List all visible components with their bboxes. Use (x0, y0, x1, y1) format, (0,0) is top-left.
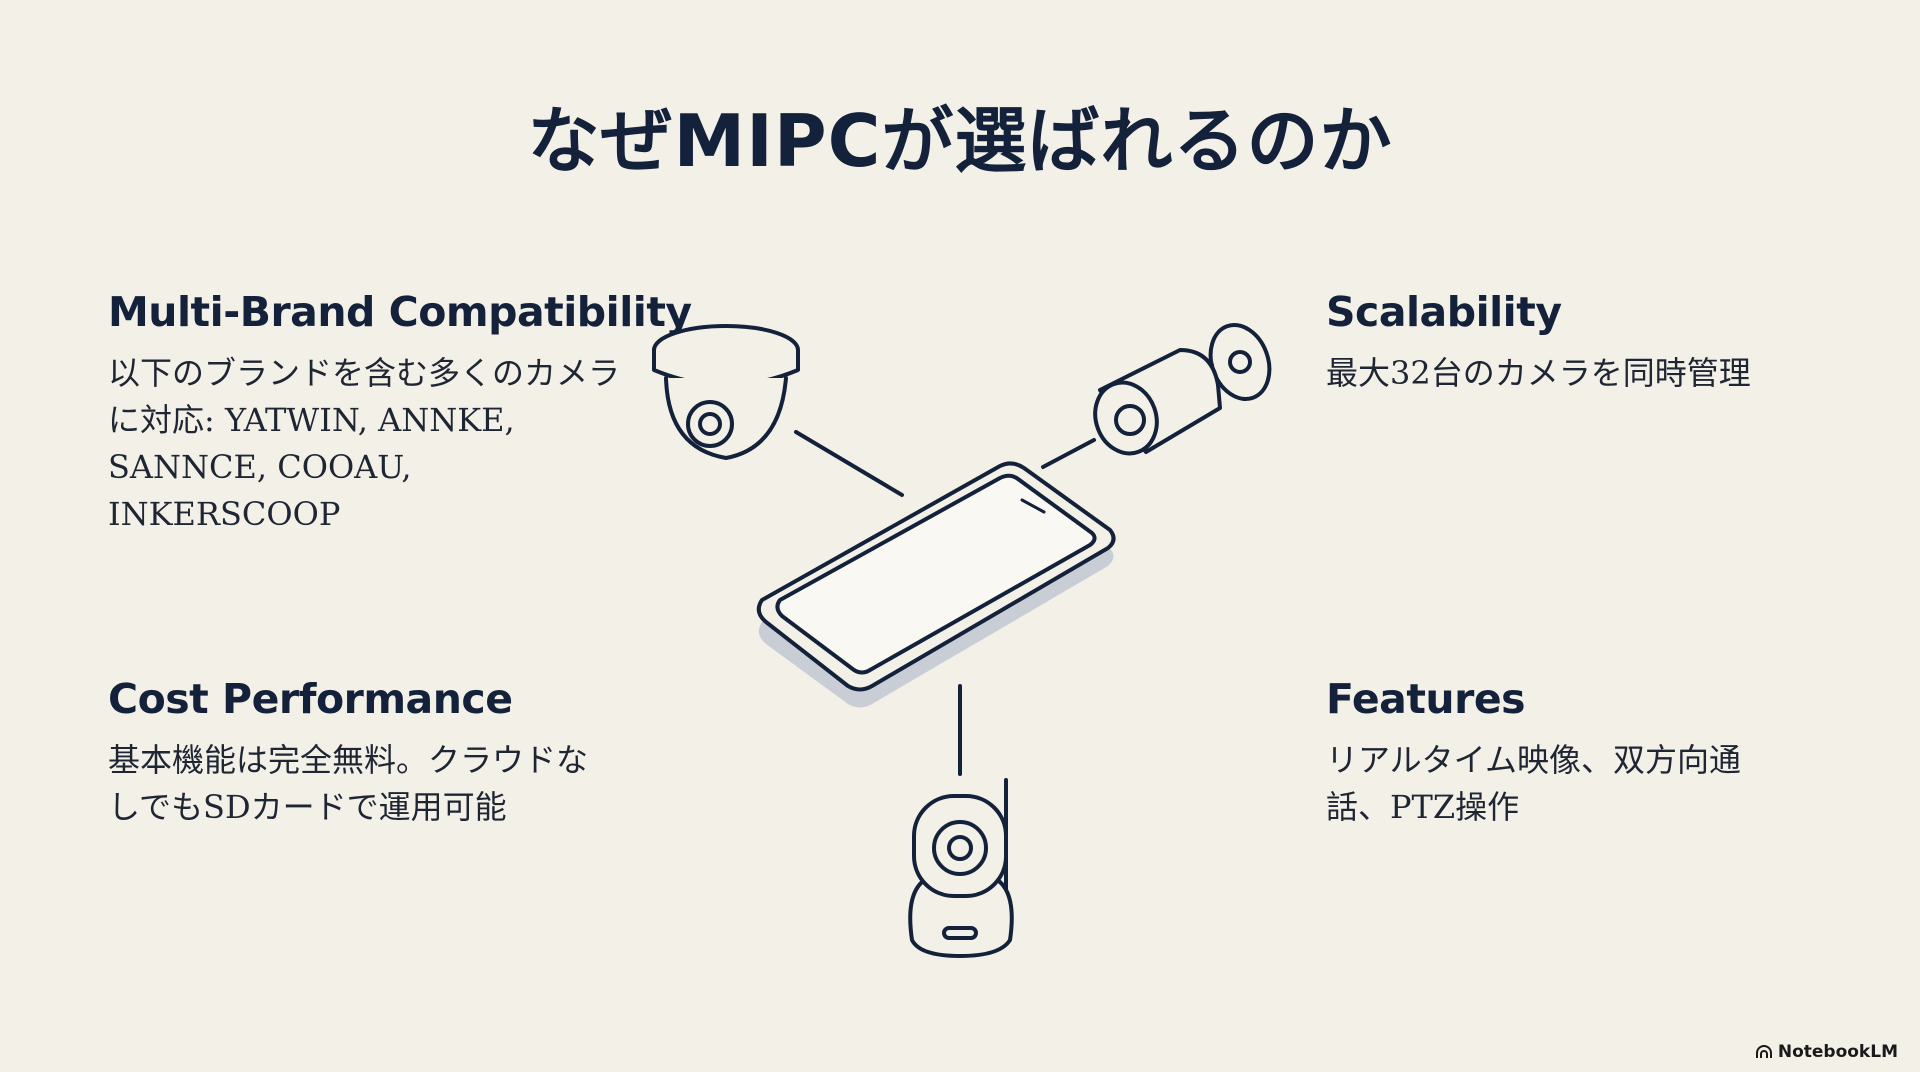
dome-camera-icon (652, 324, 800, 460)
bullet-camera-icon (1093, 323, 1272, 456)
section-cost-performance: Cost Performance 基本機能は完全無料。クラウドなしでもSDカード… (108, 675, 628, 831)
section-body: 基本機能は完全無料。クラウドなしでもSDカードで運用可能 (108, 741, 589, 826)
badge-label: NotebookLM (1777, 1042, 1898, 1062)
section-body: 最大32台のカメラを同時管理 (1326, 354, 1751, 392)
connector-line (794, 430, 904, 497)
notebooklm-badge: NotebookLM (1755, 1042, 1898, 1062)
section-body: 以下のブランドを含む多くのカメラに対応: YATWIN, ANNKE, SANN… (108, 354, 621, 533)
section-heading: Scalability (1326, 288, 1562, 336)
section-scalability: Scalability 最大32台のカメラを同時管理 (1326, 288, 1846, 397)
smartphone-icon (756, 461, 1116, 708)
slide-title: なぜMIPCが選ばれるのか (527, 99, 1393, 183)
section-heading: Cost Performance (108, 675, 513, 723)
section-body: リアルタイム映像、双方向通話、PTZ操作 (1326, 741, 1742, 826)
section-heading: Features (1326, 675, 1526, 723)
section-heading: Multi-Brand Compatibility (108, 288, 692, 336)
connector-line (1041, 438, 1096, 469)
notebooklm-logo-icon (1755, 1045, 1772, 1058)
section-features: Features リアルタイム映像、双方向通話、PTZ操作 (1326, 675, 1846, 831)
section-multi-brand: Multi-Brand Compatibility 以下のブランドを含む多くのカ… (108, 288, 692, 538)
pan-tilt-camera-icon (908, 778, 1014, 958)
